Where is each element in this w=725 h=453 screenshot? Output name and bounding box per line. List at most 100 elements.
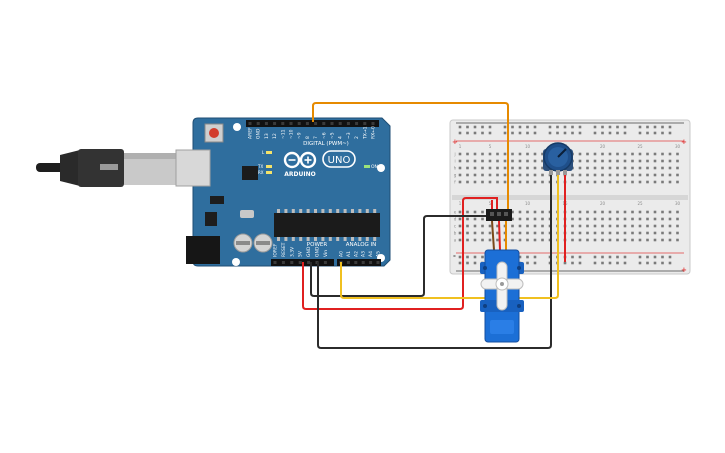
breadboard-hole[interactable]	[586, 152, 589, 156]
breadboard-hole[interactable]	[616, 159, 619, 163]
digital-header-pin[interactable]	[371, 122, 375, 125]
breadboard-hole[interactable]	[653, 224, 657, 228]
breadboard-hole[interactable]	[466, 180, 469, 184]
breadboard-hole[interactable]	[676, 238, 679, 242]
breadboard-hole[interactable]	[526, 166, 529, 170]
breadboard-hole[interactable]	[526, 173, 529, 177]
digital-header-pin[interactable]	[297, 122, 301, 125]
breadboard-hole[interactable]	[638, 217, 642, 221]
breadboard-hole[interactable]	[458, 159, 462, 163]
breadboard-hole[interactable]	[533, 173, 537, 177]
breadboard-rail-hole[interactable]	[653, 255, 657, 259]
breadboard-rail-hole[interactable]	[593, 261, 597, 265]
breadboard-hole[interactable]	[503, 180, 507, 184]
breadboard-hole[interactable]	[646, 210, 649, 214]
breadboard-hole[interactable]	[616, 173, 619, 177]
usb-cable[interactable]	[36, 149, 176, 187]
breadboard-hole[interactable]	[631, 224, 634, 228]
breadboard-hole[interactable]	[638, 180, 642, 184]
breadboard-hole[interactable]	[533, 166, 537, 170]
red-5v-wire[interactable]	[302, 197, 498, 310]
breadboard-hole[interactable]	[646, 224, 649, 228]
breadboard-hole[interactable]	[571, 217, 574, 221]
breadboard-hole[interactable]	[661, 180, 664, 184]
breadboard-hole[interactable]	[631, 231, 634, 235]
breadboard-rail-hole[interactable]	[458, 131, 462, 135]
breadboard-rail-hole[interactable]	[661, 261, 664, 265]
breadboard-hole[interactable]	[661, 152, 664, 156]
breadboard-hole[interactable]	[488, 152, 492, 156]
power-header-pin[interactable]	[307, 261, 311, 264]
digital-header-pin[interactable]	[314, 122, 318, 125]
breadboard-hole[interactable]	[473, 238, 477, 242]
breadboard-hole[interactable]	[653, 152, 657, 156]
breadboard-hole[interactable]	[646, 159, 649, 163]
breadboard-hole[interactable]	[668, 210, 672, 214]
breadboard-hole[interactable]	[488, 231, 492, 235]
breadboard-rail-hole[interactable]	[646, 131, 649, 135]
breadboard-rail-hole[interactable]	[466, 255, 469, 259]
digital-header-pin[interactable]	[264, 122, 268, 125]
breadboard-hole[interactable]	[623, 231, 627, 235]
breadboard-hole[interactable]	[496, 180, 499, 184]
breadboard-hole[interactable]	[578, 180, 582, 184]
breadboard-rail-hole[interactable]	[593, 125, 597, 129]
breadboard-hole[interactable]	[593, 166, 597, 170]
breadboard-hole[interactable]	[496, 159, 499, 163]
breadboard-hole[interactable]	[601, 152, 604, 156]
breadboard-hole[interactable]	[533, 224, 537, 228]
breadboard-hole[interactable]	[623, 210, 627, 214]
breadboard-hole[interactable]	[526, 217, 529, 221]
breadboard-rail-hole[interactable]	[481, 125, 484, 129]
breadboard-hole[interactable]	[503, 152, 507, 156]
breadboard-hole[interactable]	[511, 152, 514, 156]
breadboard-rail-hole[interactable]	[481, 255, 484, 259]
breadboard-hole[interactable]	[676, 231, 679, 235]
breadboard-hole[interactable]	[676, 173, 679, 177]
breadboard-hole[interactable]	[473, 152, 477, 156]
breadboard-hole[interactable]	[481, 210, 484, 214]
breadboard-hole[interactable]	[601, 173, 604, 177]
breadboard-hole[interactable]	[676, 166, 679, 170]
breadboard-hole[interactable]	[518, 231, 522, 235]
breadboard-hole[interactable]	[586, 166, 589, 170]
breadboard-rail-hole[interactable]	[533, 255, 537, 259]
breadboard-hole[interactable]	[623, 217, 627, 221]
breadboard-rail-hole[interactable]	[466, 261, 469, 265]
breadboard-hole[interactable]	[608, 224, 612, 228]
breadboard-hole[interactable]	[571, 224, 574, 228]
breadboard-hole[interactable]	[578, 173, 582, 177]
breadboard-hole[interactable]	[668, 173, 672, 177]
breadboard-hole[interactable]	[631, 217, 634, 221]
breadboard-rail-hole[interactable]	[623, 125, 627, 129]
breadboard-hole[interactable]	[533, 210, 537, 214]
breadboard-rail-hole[interactable]	[548, 125, 552, 129]
breadboard-hole[interactable]	[646, 180, 649, 184]
breadboard-rail-hole[interactable]	[601, 261, 604, 265]
breadboard-rail-hole[interactable]	[578, 131, 582, 135]
breadboard-hole[interactable]	[488, 166, 492, 170]
breadboard-hole[interactable]	[533, 238, 537, 242]
breadboard-hole[interactable]	[473, 159, 477, 163]
breadboard-hole[interactable]	[608, 238, 612, 242]
breadboard-hole[interactable]	[661, 166, 664, 170]
breadboard-hole[interactable]	[676, 152, 679, 156]
breadboard-rail-hole[interactable]	[668, 131, 672, 135]
breadboard-hole[interactable]	[466, 159, 469, 163]
breadboard-hole[interactable]	[511, 238, 514, 242]
breadboard-rail-hole[interactable]	[518, 131, 522, 135]
breadboard-hole[interactable]	[661, 231, 664, 235]
breadboard-rail-hole[interactable]	[661, 255, 664, 259]
breadboard-hole[interactable]	[511, 166, 514, 170]
breadboard-hole[interactable]	[578, 159, 582, 163]
breadboard-hole[interactable]	[458, 217, 462, 221]
breadboard-hole[interactable]	[616, 180, 619, 184]
breadboard-hole[interactable]	[653, 173, 657, 177]
breadboard-hole[interactable]	[533, 231, 537, 235]
breadboard-hole[interactable]	[623, 166, 627, 170]
breadboard-hole[interactable]	[518, 166, 522, 170]
breadboard-rail-hole[interactable]	[608, 131, 612, 135]
breadboard-hole[interactable]	[661, 224, 664, 228]
breadboard-rail-hole[interactable]	[488, 125, 492, 129]
